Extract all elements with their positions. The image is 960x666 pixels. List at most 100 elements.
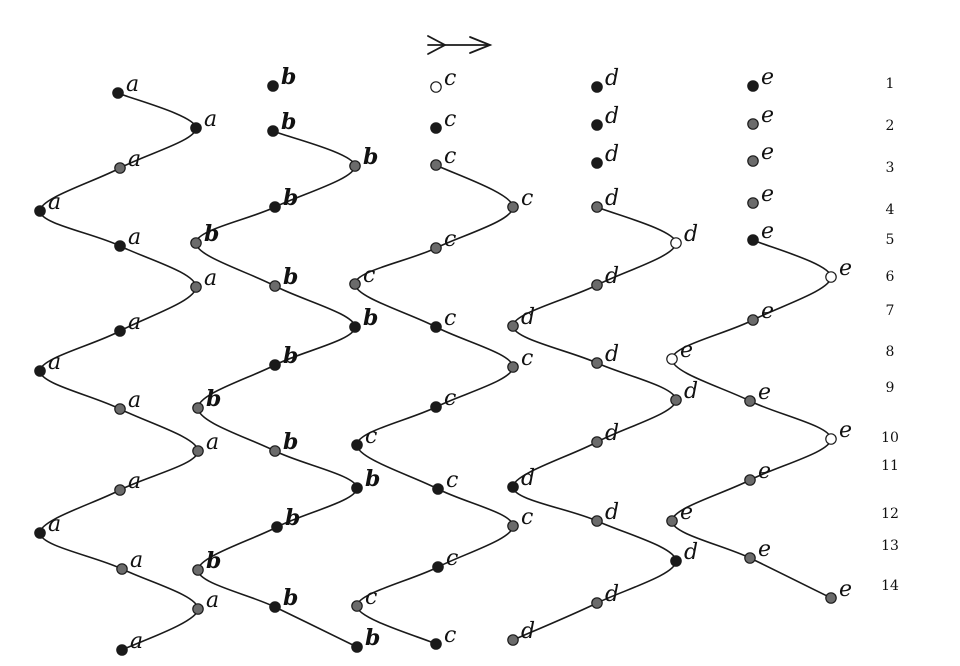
row-number: 4	[886, 202, 895, 218]
particle-label-d: d	[684, 540, 698, 565]
particle-b	[269, 201, 281, 213]
particle-label-c: c	[444, 227, 456, 252]
particle-a	[34, 365, 46, 377]
particle-label-b: b	[206, 548, 221, 574]
particle-label-d: d	[605, 142, 619, 167]
particle-label-d: d	[605, 342, 619, 367]
particle-a	[192, 603, 204, 615]
particle-label-a: a	[130, 629, 143, 654]
particle-c	[507, 361, 519, 373]
particle-label-a: a	[126, 72, 139, 97]
particle-label-a: a	[128, 147, 141, 172]
particle-label-a: a	[128, 388, 141, 413]
particle-label-a: a	[48, 512, 61, 537]
particle-label-e: e	[761, 103, 774, 128]
particle-e	[825, 592, 837, 604]
particle-c	[349, 278, 361, 290]
particle-e	[825, 433, 837, 445]
wave-curve-e	[671, 239, 832, 599]
particle-label-c: c	[365, 424, 377, 449]
particle-b	[192, 564, 204, 576]
particle-label-d: d	[605, 186, 619, 211]
particle-label-d: d	[605, 421, 619, 446]
particle-label-a: a	[128, 310, 141, 335]
particle-d	[670, 555, 682, 567]
particle-label-b: b	[285, 505, 300, 531]
particle-c	[430, 159, 442, 171]
particle-label-a: a	[130, 548, 143, 573]
particle-a	[190, 122, 202, 134]
particle-label-a: a	[128, 469, 141, 494]
particle-label-d: d	[605, 66, 619, 91]
particle-d	[670, 394, 682, 406]
particle-label-e: e	[758, 459, 771, 484]
particle-label-d: d	[605, 500, 619, 525]
particle-label-a: a	[206, 588, 219, 613]
particle-b	[351, 482, 363, 494]
particle-c	[430, 638, 442, 650]
particle-label-b: b	[206, 386, 221, 412]
row-number: 8	[886, 344, 895, 360]
particle-d	[591, 515, 603, 527]
particle-d	[507, 481, 519, 493]
particle-label-d: d	[605, 264, 619, 289]
particle-a	[116, 563, 128, 575]
particle-label-c: c	[365, 585, 377, 610]
particle-d	[591, 119, 603, 131]
particle-label-c: c	[444, 107, 456, 132]
particle-a	[192, 445, 204, 457]
wave-curve-d	[512, 206, 677, 641]
particle-b	[192, 402, 204, 414]
particle-b	[269, 445, 281, 457]
particle-label-c: c	[444, 144, 456, 169]
particle-label-d: d	[684, 379, 698, 404]
particle-d	[591, 81, 603, 93]
particle-label-d: d	[605, 104, 619, 129]
row-number: 11	[881, 458, 899, 474]
particle-d	[591, 201, 603, 213]
particle-label-a: a	[204, 266, 217, 291]
particle-label-e: e	[758, 380, 771, 405]
particle-label-c: c	[446, 468, 458, 493]
particle-e	[747, 155, 759, 167]
particle-d	[591, 279, 603, 291]
particle-label-c: c	[363, 263, 375, 288]
particle-label-c: c	[521, 505, 533, 530]
particle-b	[269, 601, 281, 613]
particle-label-a: a	[48, 350, 61, 375]
particle-label-b: b	[204, 221, 219, 247]
particle-c	[430, 321, 442, 333]
particle-b	[190, 237, 202, 249]
particle-c	[351, 600, 363, 612]
particle-d	[591, 597, 603, 609]
row-number: 7	[886, 303, 895, 319]
particle-d	[591, 157, 603, 169]
particle-e	[747, 197, 759, 209]
row-number: 6	[886, 269, 895, 285]
particle-label-b: b	[365, 466, 380, 492]
particle-d	[591, 436, 603, 448]
particle-label-b: b	[363, 305, 378, 331]
particle-a	[114, 403, 126, 415]
particle-e	[666, 515, 678, 527]
particle-label-b: b	[365, 625, 380, 651]
particle-c	[430, 122, 442, 134]
particle-b	[351, 641, 363, 653]
row-number: 12	[881, 506, 899, 522]
particle-label-e: e	[758, 537, 771, 562]
particle-a	[114, 484, 126, 496]
particle-label-e: e	[761, 219, 774, 244]
particle-e	[744, 552, 756, 564]
particle-label-e: e	[761, 299, 774, 324]
particle-c	[430, 81, 442, 93]
particle-e	[744, 474, 756, 486]
particle-a	[190, 281, 202, 293]
particle-label-c: c	[444, 386, 456, 411]
particle-e	[747, 118, 759, 130]
particle-label-c: c	[521, 186, 533, 211]
particle-c	[507, 201, 519, 213]
row-number: 5	[886, 232, 895, 248]
particle-d	[591, 357, 603, 369]
particle-e	[825, 271, 837, 283]
